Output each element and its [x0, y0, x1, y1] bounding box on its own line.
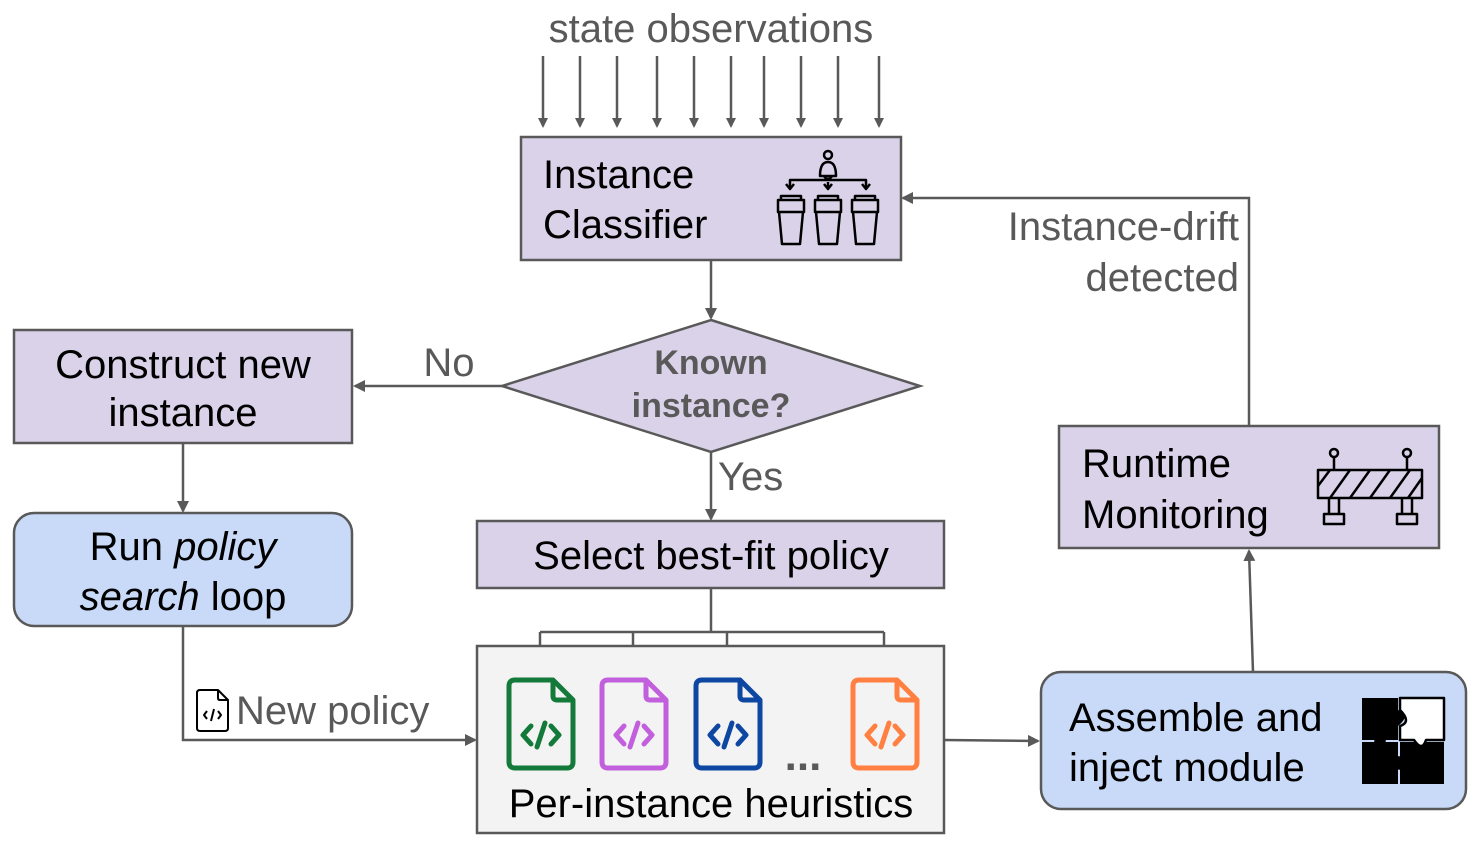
runtime-monitoring-box: Runtime Monitoring	[1057, 424, 1441, 550]
assemble-label-1: Assemble and	[1069, 696, 1322, 740]
monitoring-label-2: Monitoring	[1082, 493, 1269, 537]
sorting-bins-icon	[776, 149, 880, 246]
yes-label: Yes	[718, 455, 783, 499]
no-label: No	[423, 341, 474, 385]
search-loop-label: search loop	[80, 575, 287, 619]
run-policy-label: Run policy	[90, 525, 280, 569]
heuristics-label: Per-instance heuristics	[509, 782, 914, 826]
construct-new-instance-box: Construct new instance	[12, 328, 354, 445]
arrow-drift-feedback	[901, 192, 1251, 426]
decision-label-1: Known	[654, 344, 767, 382]
observation-arrows	[538, 56, 884, 128]
state-observations-label: state observations	[549, 7, 874, 51]
construct-label-1: Construct new	[55, 343, 311, 387]
arrow-heuristics-to-assemble	[943, 734, 1040, 747]
assemble-inject-box: Assemble and inject module	[1039, 670, 1468, 811]
drift-label-2: detected	[1086, 256, 1239, 300]
known-instance-decision: Known instance?	[497, 318, 925, 454]
new-policy-label: New policy	[236, 689, 429, 733]
select-best-fit-box: Select best-fit policy	[475, 519, 946, 590]
per-instance-heuristics-box: ... Per-instance heuristics	[475, 644, 946, 835]
puzzle-icon	[1362, 696, 1446, 784]
instance-classifier-box: Instance Classifier	[519, 135, 903, 262]
decision-label-2: instance?	[632, 387, 791, 425]
instance-classifier-label-2: Classifier	[543, 203, 707, 247]
drift-label-1: Instance-drift	[1008, 205, 1239, 249]
select-best-fit-label: Select best-fit policy	[533, 534, 889, 578]
assemble-label-2: inject module	[1069, 746, 1305, 790]
barrier-icon	[1316, 447, 1424, 526]
construct-label-2: instance	[109, 391, 258, 435]
heuristics-ellipsis: ...	[785, 731, 822, 780]
run-policy-search-box: Run policy search loop	[12, 511, 354, 628]
new-policy-code-file-icon	[196, 689, 229, 732]
arrow-assemble-to-monitoring	[1243, 549, 1256, 673]
monitoring-label-1: Runtime	[1082, 442, 1231, 486]
arrow-new-policy	[181, 626, 477, 746]
instance-classifier-label-1: Instance	[543, 153, 694, 197]
